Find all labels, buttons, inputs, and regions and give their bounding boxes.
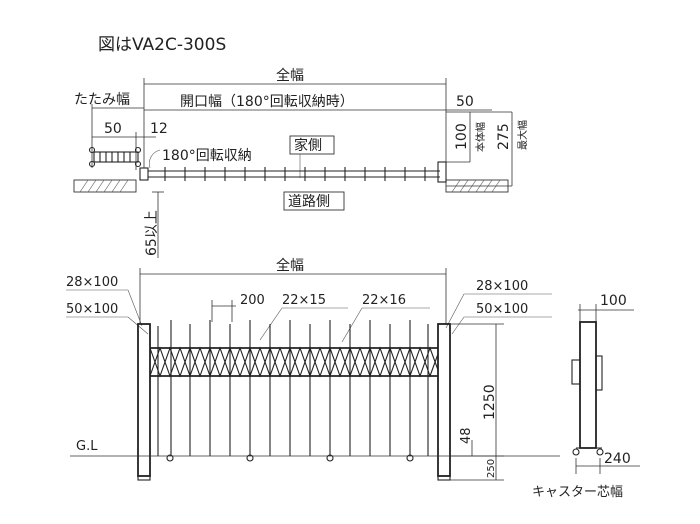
body-width-label: 本体幅 [474,122,487,152]
post-right-1: 28×100 [476,279,528,294]
dim-200: 200 [240,293,265,308]
top-overall-width-label: 全幅 [276,67,304,84]
side-dim-100: 100 [600,293,627,309]
rotation-note: 180°回転収納 [162,148,252,164]
front-overall-width-label: 全幅 [276,257,304,274]
dim-275: 275 [496,123,512,150]
max-width-label: 最大幅 [516,120,529,150]
dim-100-top: 100 [454,123,470,150]
bar-1: 22×15 [282,293,326,308]
ground-line-label: G.L [76,439,98,454]
front-view: 全幅 28×100 50×100 200 22×15 22×16 28×100 … [66,257,560,481]
house-side-label: 家側 [294,137,322,154]
post-left-2: 50×100 [66,302,118,317]
dim-50-left: 50 [104,121,122,137]
dim-250: 250 [486,459,497,478]
folded-width-label: たたみ幅 [74,92,130,108]
dim-50-right: 50 [456,94,474,110]
caster-width-label: キャスター芯幅 [532,485,623,500]
dim-48: 48 [459,427,474,444]
side-dim-240: 240 [604,451,631,467]
dim-12: 12 [150,121,168,137]
dim-65: 65以上 [144,210,160,256]
bar-2: 22×16 [362,293,406,308]
top-view: 全幅 たたみ幅 開口幅（180°回転収納時） 50 50 12 180°回転収納… [73,67,529,258]
side-view: 100 240 キャスター芯幅 [532,293,640,500]
post-right-2: 50×100 [476,302,528,317]
height-1250: 1250 [482,384,498,420]
road-side-label: 道路側 [288,194,330,210]
opening-width-label: 開口幅（180°回転収納時） [180,94,354,110]
drawing-title: 図はVA2C-300S [98,35,226,55]
post-left-1: 28×100 [66,275,118,290]
